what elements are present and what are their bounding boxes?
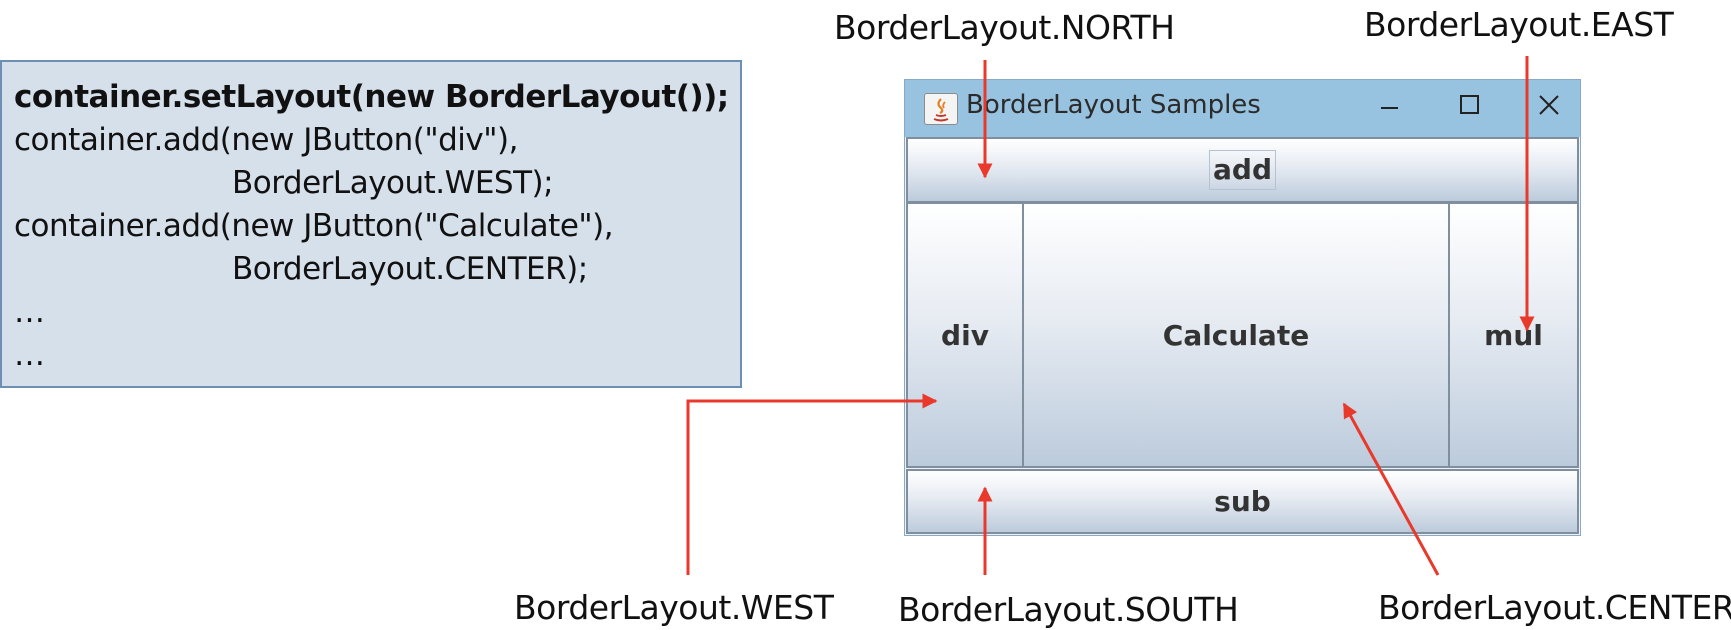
calculate-button[interactable]: Calculate [1022,202,1450,468]
swing-window: BorderLayout Samples add div Calculate m… [904,79,1581,536]
code-line: container.setLayout(new BorderLayout()); [14,79,729,115]
code-line: BorderLayout.CENTER); [232,251,588,287]
sub-button-label: sub [1214,485,1271,518]
close-icon[interactable] [1527,86,1571,126]
code-line: container.add(new JButton("div"), [14,122,518,158]
add-button-label: add [1209,150,1276,190]
window-title: BorderLayout Samples [966,90,1261,120]
mul-button[interactable]: mul [1448,202,1579,468]
minimize-icon[interactable] [1367,86,1411,126]
div-button[interactable]: div [906,202,1024,468]
callout-east: BorderLayout.EAST [1364,5,1674,44]
callout-south: BorderLayout.SOUTH [898,590,1239,629]
callout-west: BorderLayout.WEST [514,588,834,627]
calculate-button-label: Calculate [1162,318,1310,352]
window-titlebar: BorderLayout Samples [905,80,1580,137]
code-line: BorderLayout.WEST); [232,165,554,201]
sub-button[interactable]: sub [906,469,1579,534]
mul-button-label: mul [1484,318,1543,352]
callout-center: BorderLayout.CENTER [1378,588,1731,627]
code-box: container.setLayout(new BorderLayout());… [0,60,742,388]
add-button[interactable]: add [906,137,1579,203]
code-line: … [14,294,45,330]
arrow-west [686,393,938,575]
code-line: … [14,337,45,373]
code-line: container.add(new JButton("Calculate"), [14,208,614,244]
maximize-icon[interactable] [1447,86,1491,126]
java-icon [924,93,958,125]
div-button-label: div [941,318,989,352]
callout-north: BorderLayout.NORTH [834,8,1175,47]
